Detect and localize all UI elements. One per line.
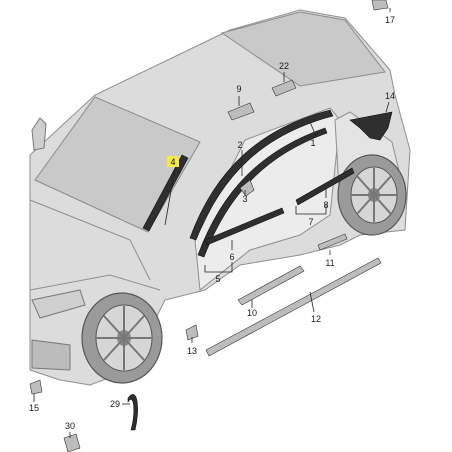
callout-6: 6 [229, 252, 234, 262]
roof-clip [227, 102, 255, 121]
clip-30 [63, 433, 81, 452]
trim-parts [29, 0, 393, 452]
callout-10: 10 [247, 308, 257, 318]
callout-4-highlight [167, 156, 179, 167]
callout-12: 12 [311, 314, 321, 324]
callout-labels: 1 2 3 4 5 6 7 8 9 10 11 12 13 14 15 17 2… [29, 15, 395, 431]
front-door-opening [194, 107, 341, 291]
callout-15: 15 [29, 403, 39, 413]
callout-29: 29 [110, 399, 120, 409]
front-window-strip [204, 207, 285, 246]
leader-7 [295, 204, 327, 215]
callout-1: 1 [310, 138, 315, 148]
callout-14: 14 [385, 91, 395, 101]
side-mirror [31, 117, 47, 151]
clip-13 [185, 324, 199, 341]
rear-window-strip [295, 167, 355, 206]
callout-8: 8 [323, 200, 328, 210]
callout-11: 11 [325, 258, 334, 268]
rear-quarter-trim [349, 111, 393, 141]
rear-sill-trim [317, 233, 348, 251]
front-bumper [31, 339, 71, 371]
headlight [31, 289, 86, 319]
callout-5: 5 [215, 274, 220, 284]
leader-lines [33, 8, 391, 438]
roof-clip-22 [271, 79, 297, 97]
leader-5 [204, 262, 233, 273]
callout-17: 17 [385, 15, 395, 25]
door-seal [197, 127, 328, 258]
leader-1 [309, 121, 317, 137]
front-wheel [81, 292, 163, 384]
callout-2: 2 [237, 140, 242, 150]
sill-strip [205, 257, 382, 357]
door-frame-seal-upper [189, 109, 334, 241]
car-body [29, 9, 411, 386]
rear-wheel [337, 154, 407, 236]
clip-3 [239, 179, 255, 197]
front-sill-trim [237, 265, 305, 306]
callout-3: 3 [242, 194, 247, 204]
rear-window [220, 11, 386, 87]
callout-7: 7 [308, 217, 313, 227]
clip-15 [29, 379, 43, 395]
callout-9: 9 [236, 84, 241, 94]
leader-4 [164, 167, 176, 226]
callout-13: 13 [187, 346, 197, 356]
fender-line [29, 274, 161, 291]
callout-30: 30 [65, 421, 75, 431]
a-pillar-trim [142, 154, 189, 232]
callout-4: 4 [170, 157, 175, 167]
leader-12 [309, 291, 315, 313]
leader-14 [385, 101, 390, 113]
hood-line [29, 199, 151, 281]
strip-29 [127, 394, 138, 431]
callout-22: 22 [279, 61, 289, 71]
clip-17 [371, 0, 389, 11]
